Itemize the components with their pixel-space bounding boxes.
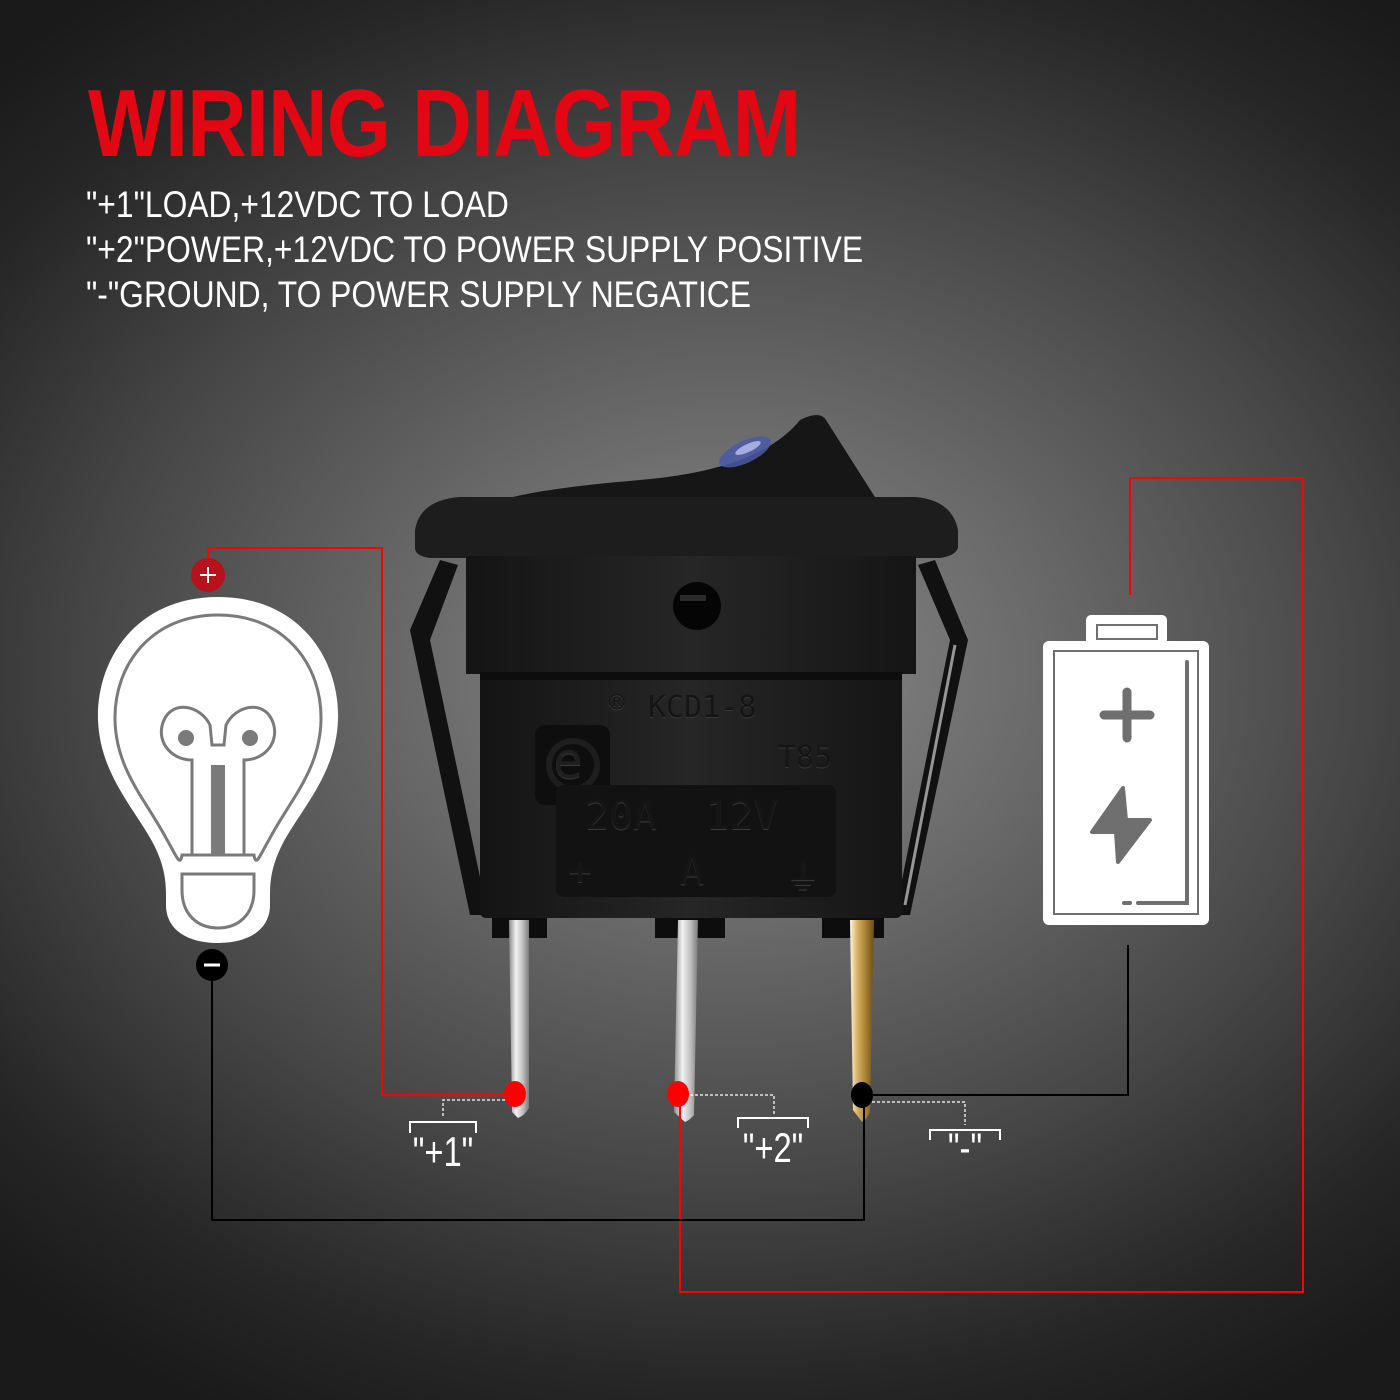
- switch-rating: 20A 12V: [585, 793, 778, 839]
- rocker[interactable]: [488, 415, 880, 505]
- switch-terminal-a: A: [680, 848, 705, 894]
- switch-registered-mark: ®: [609, 688, 625, 718]
- switch-model: KCD1-8: [648, 690, 757, 725]
- pin2-dot: [667, 1081, 689, 1107]
- terminal-pins: [509, 920, 874, 1122]
- right-clip: [895, 560, 968, 915]
- rating-plate: [556, 785, 836, 897]
- legend-line-ground: "-"GROUND, TO POWER SUPPLY NEGATICE: [86, 274, 751, 315]
- switch-terminal-ground: ⏚: [785, 857, 822, 898]
- wire-lamp-negative-to-pin3: [211, 978, 865, 1221]
- legend-line-pin1: "+1"LOAD,+12VDC TO LOAD: [86, 184, 509, 225]
- battery-icon: [1043, 615, 1209, 925]
- left-clip: [410, 560, 488, 915]
- pin-1-blade: [509, 920, 529, 1118]
- lamp-negative-terminal: [196, 949, 228, 981]
- wire-battery-positive-to-pin2: [679, 477, 1304, 1293]
- pin2-label: "+2": [742, 1124, 804, 1171]
- pin3-label: "-": [947, 1124, 983, 1171]
- light-bulb-icon: [97, 597, 339, 943]
- pin-3-blade: [850, 920, 874, 1122]
- bezel: [415, 497, 958, 558]
- switch-temp-rating: T85: [778, 740, 833, 775]
- page-title: WIRING DIAGRAM: [88, 70, 801, 177]
- legend-line-pin2: "+2"POWER,+12VDC TO POWER SUPPLY POSITIV…: [86, 229, 864, 270]
- battery-plus-icon: [1099, 687, 1155, 743]
- pin1-label: "+1": [412, 1128, 474, 1175]
- switch-terminal-plus: +: [568, 848, 593, 894]
- switch-brand-mark: e: [553, 732, 584, 790]
- wires: [207, 477, 1304, 1293]
- led-hole: [673, 582, 721, 630]
- pin-2-blade: [674, 920, 698, 1122]
- pin1-dot: [504, 1081, 526, 1107]
- lightning-bolt-icon: [1090, 786, 1152, 864]
- pin-legend: "+1"LOAD,+12VDC TO LOAD "+2"POWER,+12VDC…: [86, 182, 990, 317]
- wire-lamp-positive-to-pin1: [207, 547, 505, 1096]
- pin-label-brackets: [409, 1094, 1001, 1140]
- pin3-dot: [851, 1082, 873, 1108]
- wire-pin3-to-battery-negative: [870, 945, 1129, 1096]
- lamp-positive-terminal: [191, 558, 225, 592]
- rocker-switch: [410, 415, 968, 938]
